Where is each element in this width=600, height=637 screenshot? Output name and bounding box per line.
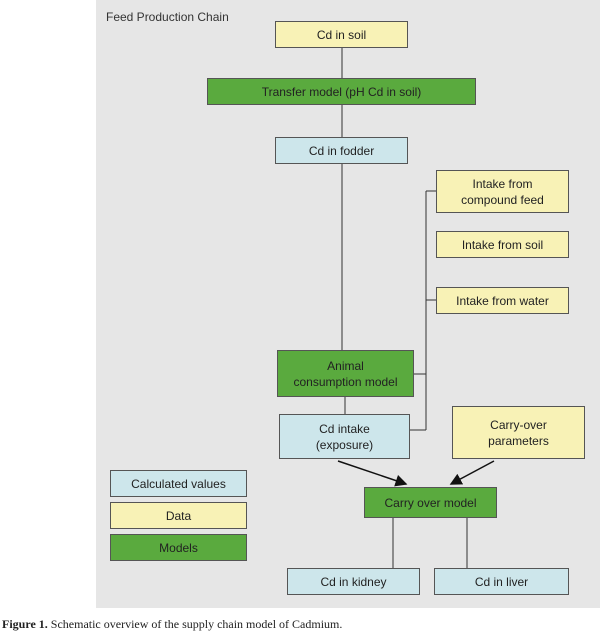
node-cd-intake: Cd intake (exposure) (279, 414, 410, 459)
caption-label: Figure 1. (2, 617, 48, 631)
node-intake-water: Intake from water (436, 287, 569, 314)
arrow-intake-model (337, 460, 408, 487)
node-intake-compound-feed: Intake from compound feed (436, 170, 569, 213)
panel-title: Feed Production Chain (106, 10, 229, 24)
node-intake-soil: Intake from soil (436, 231, 569, 258)
node-animal-consumption-model: Animal consumption model (277, 350, 414, 397)
legend-models: Models (110, 534, 247, 561)
node-carry-over-model: Carry over model (364, 487, 497, 518)
legend-data: Data (110, 502, 247, 529)
node-transfer-model: Transfer model (pH Cd in soil) (207, 78, 476, 105)
figure-caption: Figure 1. Schematic overview of the supp… (2, 617, 342, 632)
node-cd-in-liver: Cd in liver (434, 568, 569, 595)
node-cd-in-soil: Cd in soil (275, 21, 408, 48)
arrow-params-model (449, 460, 495, 485)
node-cd-in-kidney: Cd in kidney (287, 568, 420, 595)
node-carryover-parameters: Carry-over parameters (452, 406, 585, 459)
caption-text: Schematic overview of the supply chain m… (47, 617, 343, 631)
node-cd-in-fodder: Cd in fodder (275, 137, 408, 164)
legend-calculated-values: Calculated values (110, 470, 247, 497)
